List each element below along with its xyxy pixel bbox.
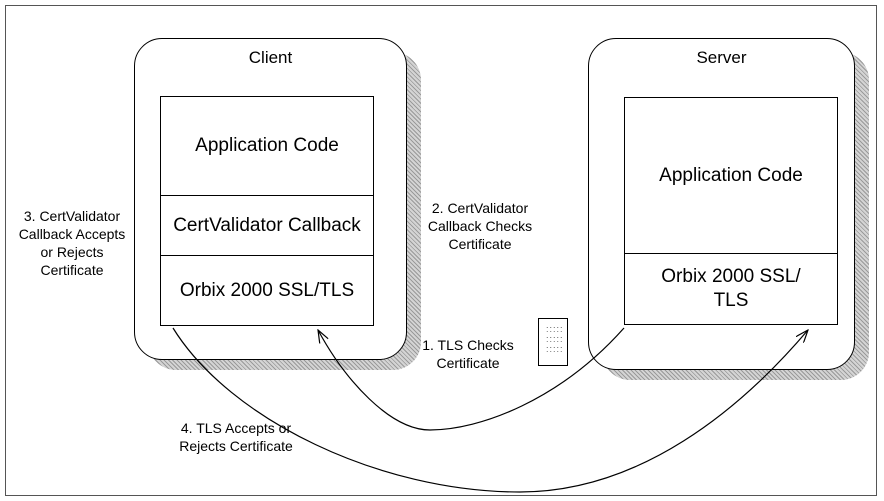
client-ssl-tls-layer: Orbix 2000 SSL/TLS: [161, 255, 373, 325]
server-layer-stack: Application Code Orbix 2000 SSL/ TLS: [624, 97, 838, 325]
client-certvalidator-callback-layer: CertValidator Callback: [161, 195, 373, 255]
arrow-client-to-server-ssl: [172, 327, 808, 493]
certificate-line: :::::: [546, 334, 564, 344]
client-layer-stack: Application Code CertValidator Callback …: [160, 96, 374, 326]
step-2-label: 2. CertValidator Callback Checks Certifi…: [427, 200, 533, 252]
step-1-label: 1. TLS Checks Certificate: [422, 337, 514, 371]
diagram-frame: [5, 5, 877, 496]
step-4-label: 4. TLS Accepts or Rejects Certificate: [179, 420, 293, 454]
certificate-document-icon: ::::: ::::: :::::: [538, 318, 568, 366]
certificate-line: :::::: [546, 344, 564, 354]
server-title: Server: [696, 48, 747, 67]
arrow-server-to-client-ssl: [318, 327, 625, 431]
step-3-label: 3. CertValidator Callback Accepts or Rej…: [18, 208, 126, 278]
certificate-line: :::::: [546, 324, 564, 334]
client-application-code-layer: Application Code: [195, 135, 339, 157]
server-application-code-layer: Application Code: [659, 164, 803, 186]
client-title: Client: [248, 48, 293, 67]
server-ssl-tls-layer: Orbix 2000 SSL/ TLS: [625, 253, 837, 324]
